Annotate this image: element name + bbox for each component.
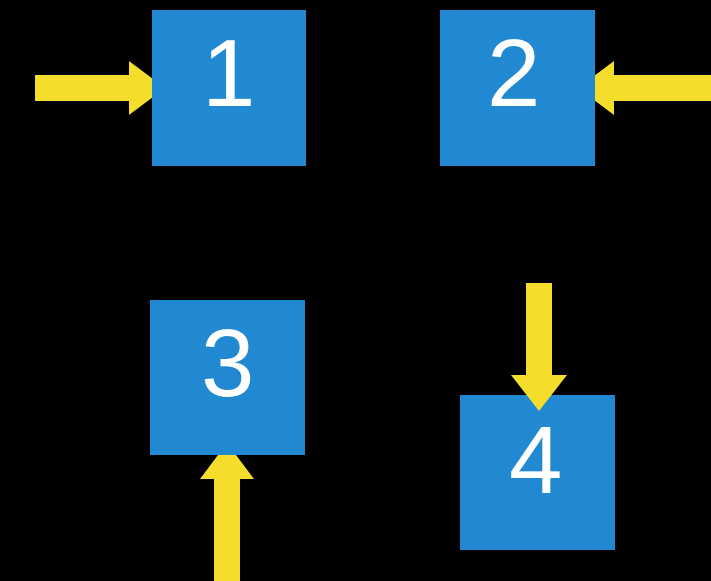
arrow-down-shape [511,283,567,411]
box-2-label: 2 [487,20,541,127]
box-4-label: 4 [509,407,563,514]
arrow-left-shape [578,61,711,115]
arrow-up-shape [200,443,254,581]
box-1-label: 1 [202,20,256,127]
box-2[interactable] [440,10,595,166]
box-3[interactable] [150,300,305,455]
arrow-right-shape [35,61,165,115]
box-4[interactable] [460,395,615,550]
box-1[interactable] [152,10,306,166]
box-3-label: 3 [201,310,255,417]
